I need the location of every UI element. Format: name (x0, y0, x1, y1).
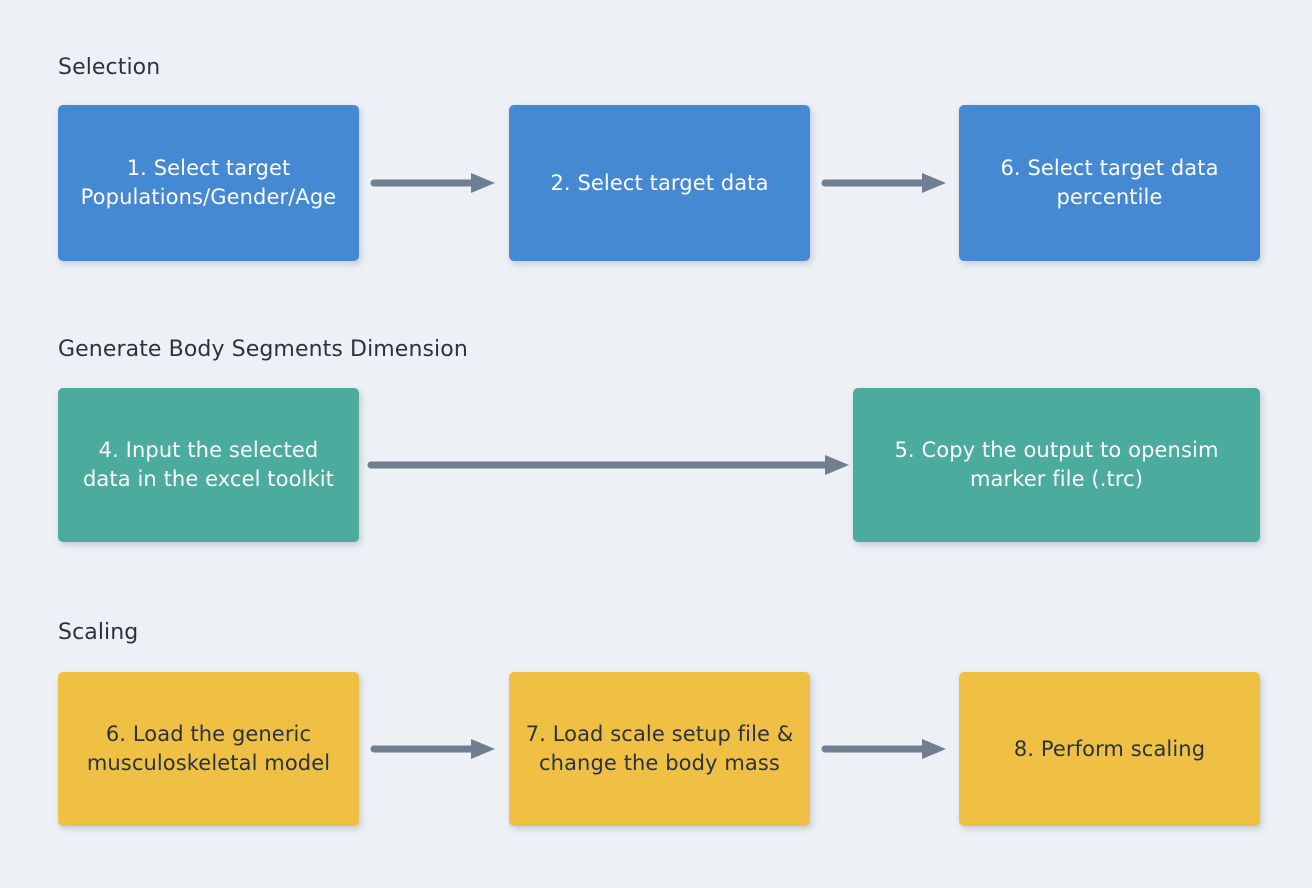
flow-node-7[interactable]: 7. Load scale setup file & change the bo… (509, 672, 810, 826)
arrow-right-icon-node1-to-node2 (370, 170, 499, 196)
arrow-right-icon-node4-to-node5 (367, 452, 852, 478)
arrow-right-icon-node7-to-node8 (821, 736, 950, 762)
arrow-right-icon-node6-to-node7 (370, 736, 499, 762)
arrow-right-icon-node2-to-node3 (821, 170, 950, 196)
flow-node-8-label: 8. Perform scaling (1013, 736, 1206, 761)
flow-node-3-label: 6. Select target data percentile (1000, 156, 1219, 209)
flow-node-6[interactable]: 6. Load the generic musculoskeletal mode… (58, 672, 359, 826)
flow-node-4[interactable]: 4. Input the selected data in the excel … (58, 388, 359, 542)
flow-node-2-label: 2. Select target data (550, 170, 769, 195)
flow-node-8[interactable]: 8. Perform scaling (959, 672, 1260, 826)
section-title-selection: Selection (58, 55, 161, 80)
section-title-scaling: Scaling (58, 620, 139, 645)
flow-node-2[interactable]: 2. Select target data (509, 105, 810, 261)
flow-node-5[interactable]: 5. Copy the output to opensim marker fil… (853, 388, 1260, 542)
section-title-generate-body-segments-dimension: Generate Body Segments Dimension (58, 337, 468, 362)
flow-node-1[interactable]: 1. Select target Populations/Gender/Age (58, 105, 359, 261)
flow-node-1-label: 1. Select target Populations/Gender/Age (80, 156, 337, 209)
flow-node-6-label: 6. Load the generic musculoskeletal mode… (86, 722, 331, 775)
flow-node-5-label: 5. Copy the output to opensim marker fil… (894, 438, 1219, 491)
flow-node-4-label: 4. Input the selected data in the excel … (82, 438, 334, 491)
flow-node-7-label: 7. Load scale setup file & change the bo… (525, 722, 794, 775)
flow-node-3[interactable]: 6. Select target data percentile (959, 105, 1260, 261)
